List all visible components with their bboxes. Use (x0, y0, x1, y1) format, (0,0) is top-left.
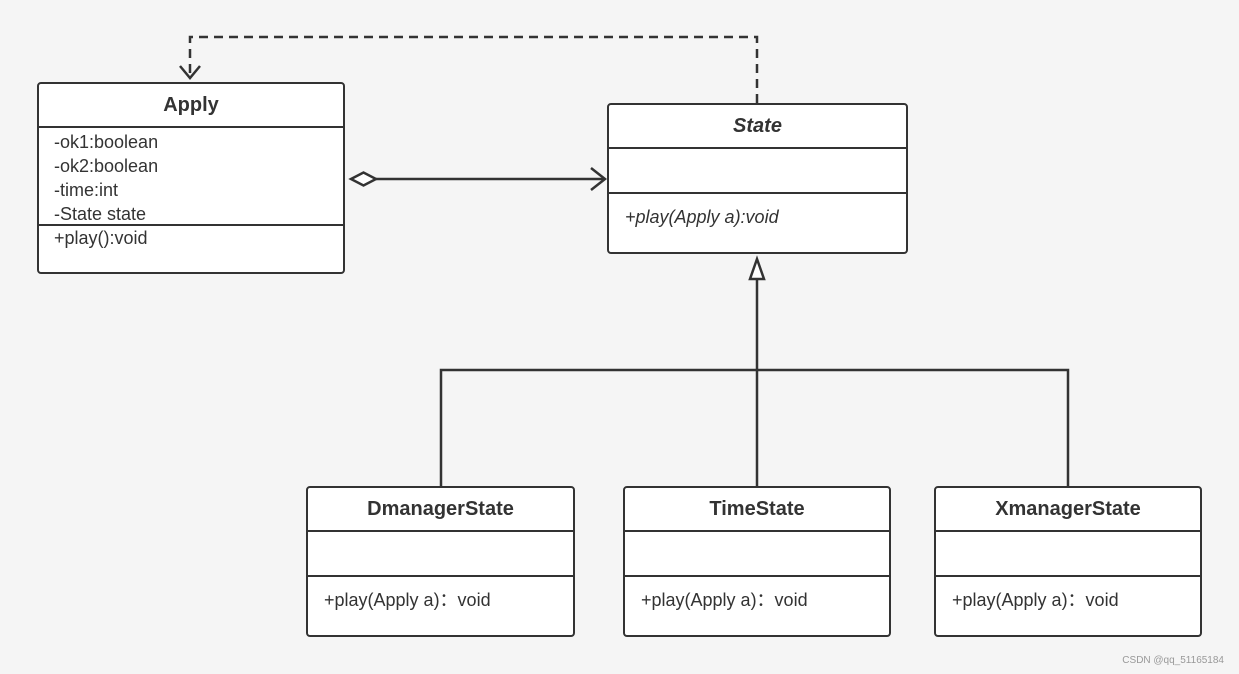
time-state-class[interactable]: TimeState +play(Apply a)：void (623, 486, 891, 637)
apply-attribute: -ok2:boolean (54, 156, 159, 176)
xmanager-state-class-name: XmanagerState (936, 488, 1200, 532)
dmanager-state-attributes (308, 532, 573, 577)
apply-operation: +play():void (54, 228, 148, 248)
dmanager-state-class-name: DmanagerState (308, 488, 573, 532)
aggregation-arrowhead (590, 167, 608, 191)
generalization-triangle (748, 255, 766, 281)
dmanager-state-operations: +play(Apply a)：void (308, 577, 573, 612)
generalization-branch (439, 368, 1070, 487)
dependency-line (188, 35, 759, 103)
dmanager-state-operation: +play(Apply a)：void (324, 590, 491, 610)
time-state-operations: +play(Apply a)：void (625, 577, 889, 612)
apply-attribute: -time:int (54, 180, 119, 200)
time-state-class-name: TimeState (625, 488, 889, 532)
apply-attributes: -ok1:boolean -ok2:boolean -time:int -Sta… (39, 128, 343, 226)
dependency-arrowhead (179, 65, 201, 80)
apply-operations: +play():void (39, 226, 343, 250)
state-operations: +play(Apply a):void (609, 194, 906, 229)
dmanager-state-class[interactable]: DmanagerState +play(Apply a)：void (306, 486, 575, 637)
apply-attribute: -ok1:boolean (54, 132, 159, 152)
apply-attribute: -State state (54, 204, 147, 224)
xmanager-state-operation: +play(Apply a)：void (952, 590, 1119, 610)
state-class[interactable]: State +play(Apply a):void (607, 103, 908, 254)
state-attributes (609, 149, 906, 194)
state-class-name: State (609, 105, 906, 149)
state-operation: +play(Apply a):void (625, 207, 779, 227)
time-state-operation: +play(Apply a)：void (641, 590, 808, 610)
xmanager-state-operations: +play(Apply a)：void (936, 577, 1200, 612)
apply-class-name: Apply (39, 84, 343, 128)
time-state-attributes (625, 532, 889, 577)
aggregation-diamond (348, 171, 379, 187)
apply-class[interactable]: Apply -ok1:boolean -ok2:boolean -time:in… (37, 82, 345, 274)
watermark: CSDN @qq_51165184 (1122, 655, 1224, 666)
xmanager-state-class[interactable]: XmanagerState +play(Apply a)：void (934, 486, 1202, 637)
xmanager-state-attributes (936, 532, 1200, 577)
